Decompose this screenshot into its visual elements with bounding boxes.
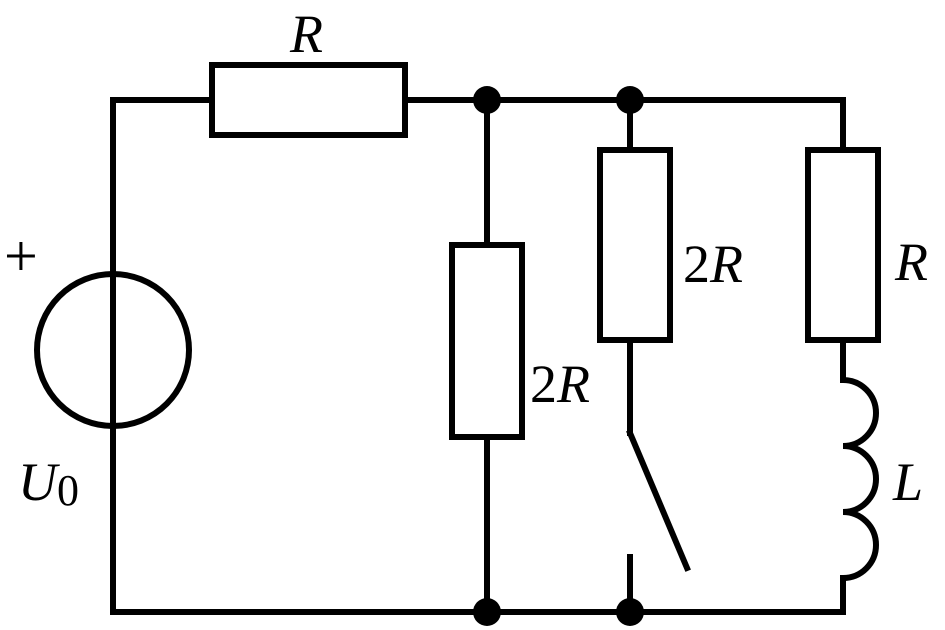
resistor-top-label: R — [289, 4, 323, 64]
resistor-switch-branch-coef: 2 — [683, 234, 710, 294]
resistor-mid-coef: 2 — [530, 354, 557, 414]
switch-blade — [626, 429, 691, 572]
resistor-switch-branch-symbol: R — [709, 234, 743, 294]
resistor-mid-symbol: R — [556, 354, 590, 414]
resistor-switch-branch — [597, 147, 673, 343]
junction-node-top-mid — [473, 86, 501, 114]
resistor-switch-branch-label: 2R — [683, 234, 743, 294]
resistor-top — [209, 62, 408, 138]
resistor-right — [805, 147, 881, 343]
source-label-main: U — [18, 452, 60, 512]
junction-node-bottom-mid — [473, 598, 501, 626]
junction-nodes — [473, 86, 644, 626]
source-label: U0 — [18, 452, 79, 515]
inductor-label: L — [892, 452, 923, 512]
junction-node-top-switch — [616, 86, 644, 114]
resistor-mid — [449, 242, 525, 440]
source-label-subscript: 0 — [57, 466, 79, 515]
resistor-mid-label: 2R — [530, 354, 590, 414]
junction-node-bottom-switch — [616, 598, 644, 626]
plus-sign: + — [4, 223, 38, 289]
inductor-coil — [839, 376, 879, 582]
resistor-right-label: R — [894, 232, 928, 292]
